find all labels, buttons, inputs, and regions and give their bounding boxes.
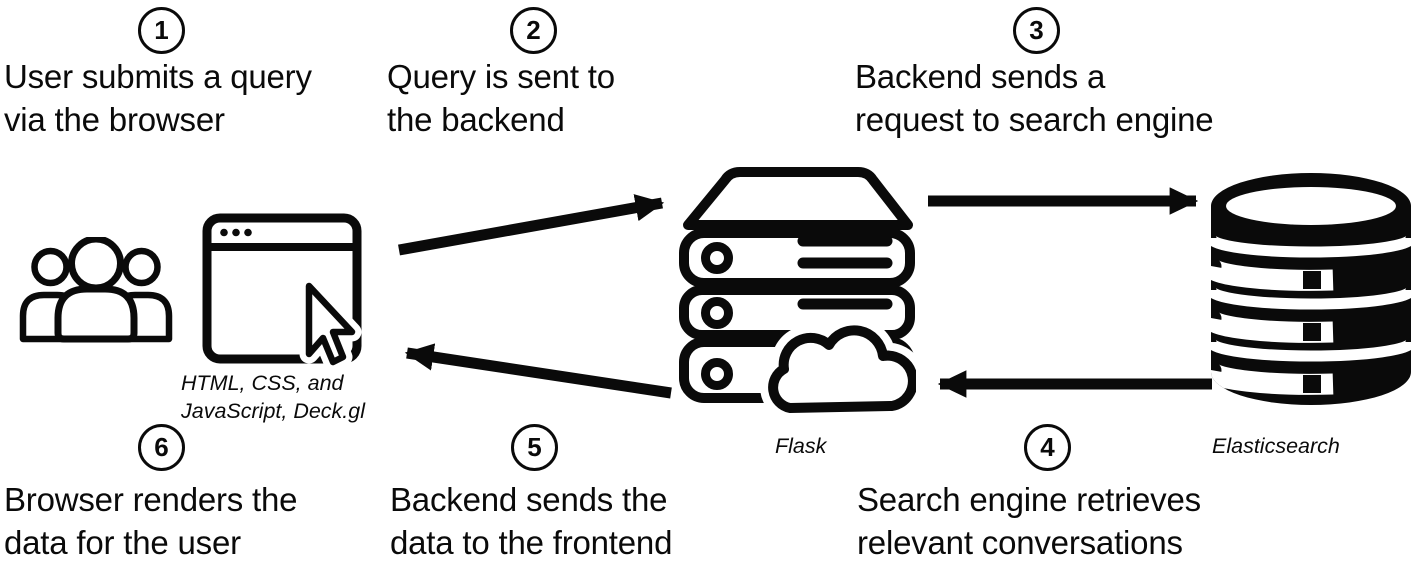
step-2-number: 2 bbox=[526, 15, 541, 45]
arrow-backend-to-browser bbox=[404, 343, 672, 399]
caption-line: data to the frontend bbox=[390, 524, 673, 561]
window-dot bbox=[220, 228, 228, 237]
caption-line: User submits a query bbox=[4, 58, 312, 95]
step-3-caption: Backend sends a request to search engine bbox=[855, 55, 1214, 141]
caption-line: Backend sends a bbox=[855, 58, 1106, 95]
server-stack-icon bbox=[679, 167, 916, 416]
step-4-number: 4 bbox=[1040, 432, 1055, 462]
tech-line: HTML, CSS, and bbox=[181, 371, 344, 395]
window-dot bbox=[232, 228, 240, 237]
arrow-browser-to-backend bbox=[398, 194, 665, 256]
caption-line: relevant conversations bbox=[857, 524, 1183, 561]
step-6-badge: 6 bbox=[138, 424, 185, 471]
window-dot bbox=[244, 228, 252, 237]
step-2-badge: 2 bbox=[510, 7, 557, 54]
step-2-caption: Query is sent to the backend bbox=[387, 55, 615, 141]
step-1-badge: 1 bbox=[138, 7, 185, 54]
caption-line: data for the user bbox=[4, 524, 241, 561]
caption-line: Query is sent to bbox=[387, 58, 615, 95]
step-5-caption: Backend sends the data to the frontend bbox=[390, 478, 672, 564]
browser-window-icon bbox=[202, 213, 362, 368]
step-5-number: 5 bbox=[527, 432, 542, 462]
step-6-number: 6 bbox=[154, 432, 169, 462]
caption-line: Search engine retrieves bbox=[857, 481, 1201, 518]
step-5-badge: 5 bbox=[511, 424, 558, 471]
caption-line: the backend bbox=[387, 101, 565, 138]
step-4-caption: Search engine retrieves relevant convers… bbox=[857, 478, 1201, 564]
tech-line: JavaScript, Deck.gl bbox=[181, 398, 366, 423]
caption-line: Backend sends the bbox=[390, 481, 668, 518]
flask-label: Flask bbox=[775, 434, 827, 458]
step-3-number: 3 bbox=[1029, 15, 1044, 45]
step-3-badge: 3 bbox=[1013, 7, 1060, 54]
browser-tech-label: HTML, CSS, and JavaScript, Deck.gl bbox=[181, 370, 365, 425]
step-1-number: 1 bbox=[154, 15, 169, 45]
caption-line: request to search engine bbox=[855, 101, 1214, 138]
elasticsearch-label: Elasticsearch bbox=[1212, 434, 1340, 458]
step-6-caption: Browser renders the data for the user bbox=[4, 478, 298, 564]
step-4-badge: 4 bbox=[1024, 424, 1071, 471]
caption-line: Browser renders the bbox=[4, 481, 298, 518]
cursor-arrow-icon bbox=[299, 276, 362, 368]
users-icon bbox=[19, 237, 173, 343]
database-icon bbox=[1211, 173, 1411, 405]
cloud-icon bbox=[760, 317, 916, 416]
step-1-caption: User submits a query via the browser bbox=[4, 55, 312, 141]
caption-line: via the browser bbox=[4, 101, 225, 138]
